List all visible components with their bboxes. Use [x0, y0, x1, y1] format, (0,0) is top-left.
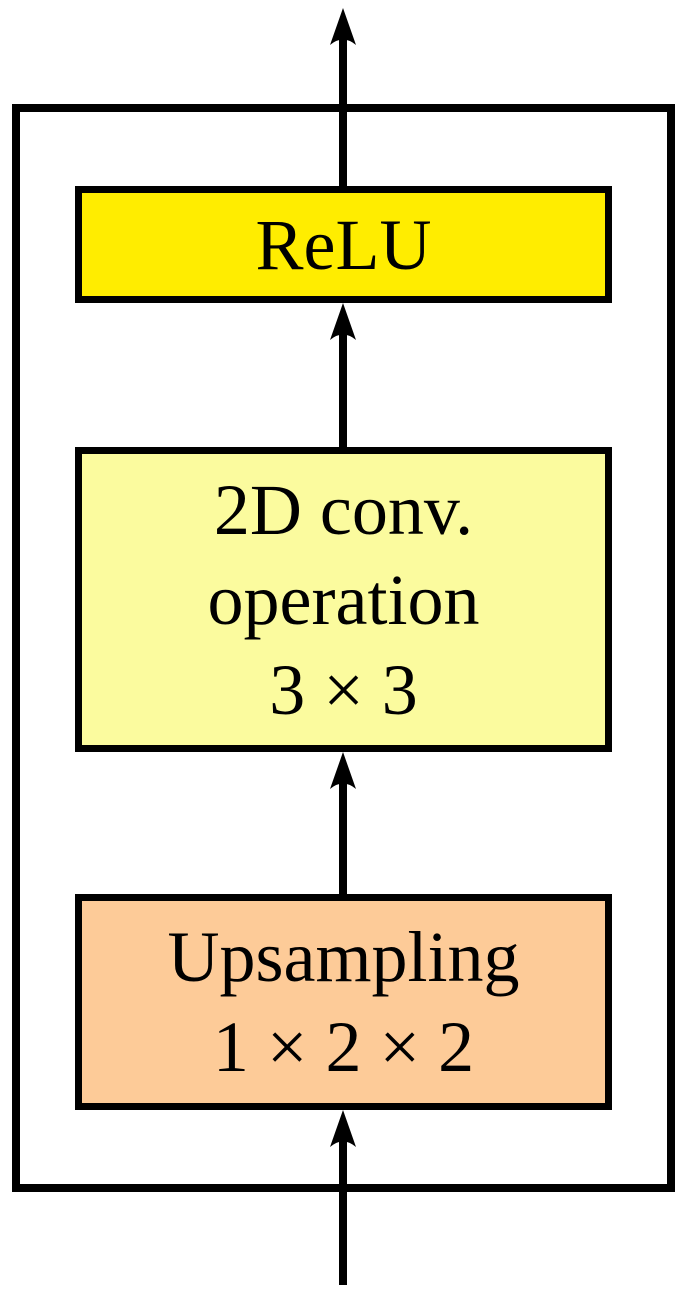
conv2d-block: 2D conv. operation 3 × 3 [75, 447, 612, 752]
upsampling-block-label-line1: Upsampling [167, 917, 520, 997]
conv2d-block-label-line2: operation [207, 559, 480, 640]
arrow-shaft [339, 38, 347, 186]
relu-block-label: ReLU [255, 204, 432, 285]
upsampling-block-label-line2: 1 × 2 × 2 [212, 1007, 475, 1087]
relu-block: ReLU [75, 186, 612, 303]
arrow-shaft [339, 333, 347, 455]
arrow-shaft [339, 782, 347, 901]
conv2d-block-label-line3: 3 × 3 [269, 649, 418, 730]
arrow-up-head-icon [330, 303, 356, 340]
conv2d-block-label-line1: 2D conv. [213, 469, 474, 550]
upsampling-block: Upsampling 1 × 2 × 2 [75, 894, 612, 1110]
upsample-to-conv-arrow [329, 752, 357, 901]
arrow-shaft [339, 1140, 347, 1285]
arrow-up-head-icon [330, 1110, 356, 1147]
conv-to-relu-arrow [329, 303, 357, 455]
input-arrow [329, 1110, 357, 1285]
arrow-up-head-icon [330, 8, 356, 45]
output-arrow [329, 8, 357, 186]
arrow-up-head-icon [330, 752, 356, 789]
